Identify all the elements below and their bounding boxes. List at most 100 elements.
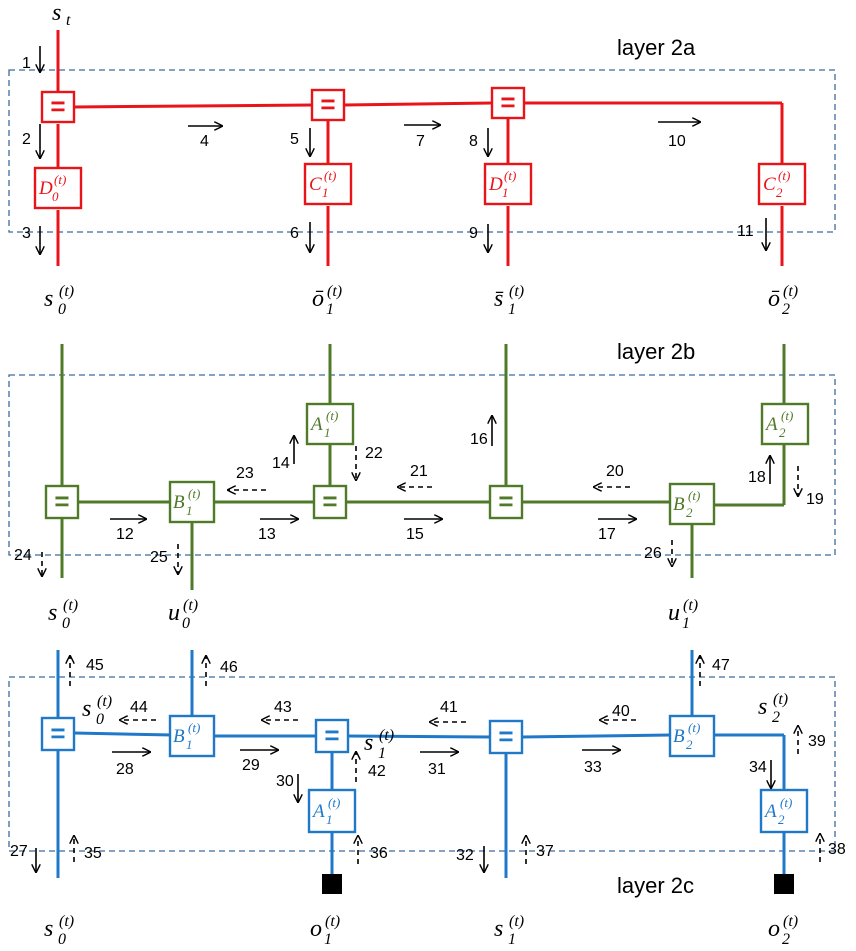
svg-text:(t): (t) [188,720,200,735]
svg-text:1: 1 [186,503,193,518]
svg-text:s: s [82,696,91,722]
message-number: 43 [274,699,292,716]
layer-2b-box [8,374,836,556]
layer-2a-box [8,69,836,233]
message-number: 10 [668,133,686,150]
message-number: 36 [370,845,388,862]
equality-node [490,86,526,120]
svg-text:(t): (t) [783,283,798,300]
svg-text:(t): (t) [63,597,78,614]
message-number: 8 [469,133,478,150]
svg-text:2: 2 [782,301,790,318]
layer-2b-title: layer 2b [617,339,695,364]
svg-text:0: 0 [58,301,66,318]
layer-2a-edges [56,30,784,266]
svg-text:(t): (t) [509,283,524,300]
equality-node [312,484,348,520]
message-number: 3 [22,225,31,242]
message-number: 26 [644,545,662,562]
message-number: 18 [748,469,766,486]
svg-text:(t): (t) [688,720,700,735]
message-number: 17 [598,526,616,543]
message-number: 11 [737,223,754,240]
svg-text:s: s [758,694,767,720]
svg-text:u: u [168,600,180,626]
svg-text:1: 1 [502,185,509,200]
svg-text:(t): (t) [773,691,788,708]
message-number: 27 [10,843,28,860]
svg-text:(t): (t) [778,168,790,183]
svg-text:B: B [173,492,185,513]
svg-text:(t): (t) [54,172,66,187]
equality-symbol: = [500,87,515,117]
message-number: 6 [290,225,299,242]
svg-text:s: s [44,286,53,312]
message-number: 28 [116,761,134,778]
message-number: 9 [469,225,478,242]
svg-text:(t): (t) [327,283,342,300]
svg-text:(t): (t) [59,913,74,930]
message-number: 7 [416,133,425,150]
equality-symbol: = [50,718,65,748]
message-number: 46 [220,659,238,676]
svg-text:s: s [44,916,53,942]
message-number: 20 [606,463,624,480]
svg-text:2: 2 [779,425,786,440]
message-number: 23 [236,465,254,482]
factor-node-C1 [303,162,353,206]
svg-text:1: 1 [508,301,516,318]
message-number: 19 [806,491,824,508]
svg-text:2: 2 [686,737,693,752]
equality-node [40,716,76,752]
svg-text:ō: ō [312,286,324,312]
equality-symbol: = [50,91,65,121]
equality-node [40,90,76,124]
factor-node-C2 [757,162,807,206]
svg-text:o: o [310,916,322,942]
factor-node-B2 [668,482,716,526]
layer-2c-nodes [40,714,809,834]
message-number: 39 [808,733,826,750]
factor-node-A1 [307,788,357,834]
svg-text:(t): (t) [97,693,112,710]
svg-text:(t): (t) [324,168,336,183]
svg-text:1: 1 [326,812,333,827]
equality-symbol: = [322,486,337,516]
svg-text:ō: ō [768,286,780,312]
observed-node [322,874,342,894]
equality-node [44,484,80,520]
message-number: 1 [22,55,31,72]
svg-text:(t): (t) [509,913,524,930]
svg-text:(t): (t) [379,727,394,744]
message-number: 2 [22,131,31,148]
message-number: 31 [428,761,446,778]
factor-node-D1 [483,162,533,206]
layer-2a-title: layer 2a [617,35,696,60]
factor-node-B2 [668,714,716,758]
message-number: 44 [130,699,148,716]
factor-node-A2 [760,402,810,446]
message-number: 29 [242,757,260,774]
layer-2c-edges [56,650,786,878]
svg-text:(t): (t) [781,408,793,423]
message-number: 40 [612,703,630,720]
equality-symbol: = [54,486,69,516]
